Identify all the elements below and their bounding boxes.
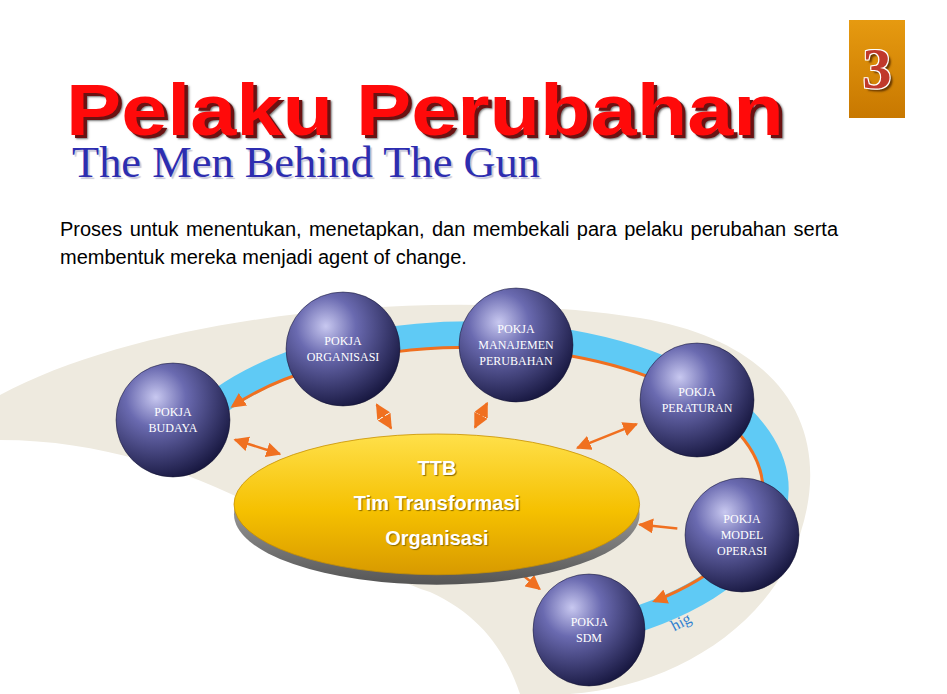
slide-title: Pelaku Perubahan — [66, 74, 784, 146]
pokja-circle: POKJA PERATURAN — [640, 343, 754, 457]
circle-outline — [533, 574, 645, 686]
subtitle: The Men Behind The Gun — [72, 141, 540, 185]
swoosh-ground — [0, 305, 810, 694]
pokja-circle: POKJA MODEL OPERASI — [685, 478, 799, 592]
section-number: 3 — [863, 39, 892, 99]
team-acronym: TTB — [418, 451, 457, 486]
circle-outline — [116, 363, 230, 477]
pokja-label: POKJA ORGANISASI — [307, 333, 380, 365]
link-arrow — [377, 405, 391, 429]
circle-outline — [286, 292, 400, 406]
link-arrow — [235, 440, 280, 454]
team-name: Tim Transformasi Organisasi — [337, 486, 537, 556]
pokja-label: POKJA BUDAYA — [149, 404, 198, 436]
pokja-label: POKJA MODEL OPERASI — [717, 511, 767, 559]
pokja-label: POKJA MANAJEMEN PERUBAHAN — [478, 321, 553, 369]
link-arrow — [577, 424, 636, 448]
section-number-box: 3 — [849, 20, 905, 118]
link-arrow — [640, 525, 678, 529]
description-text: Proses untuk menentukan, menetapkan, dan… — [60, 215, 838, 271]
pokja-label: POKJA PERATURAN — [662, 384, 733, 416]
pokja-circle: POKJA ORGANISASI — [286, 292, 400, 406]
pokja-circle: POKJA SDM — [533, 574, 645, 686]
circle-outline — [640, 343, 754, 457]
pokja-label: POKJA SDM — [571, 614, 608, 646]
link-arrow — [475, 403, 487, 427]
pokja-circle: POKJA BUDAYA — [116, 363, 230, 477]
team-ellipse: TTBTim Transformasi Organisasi — [234, 434, 640, 585]
pokja-circle: POKJA MANAJEMEN PERUBAHAN — [459, 288, 573, 402]
